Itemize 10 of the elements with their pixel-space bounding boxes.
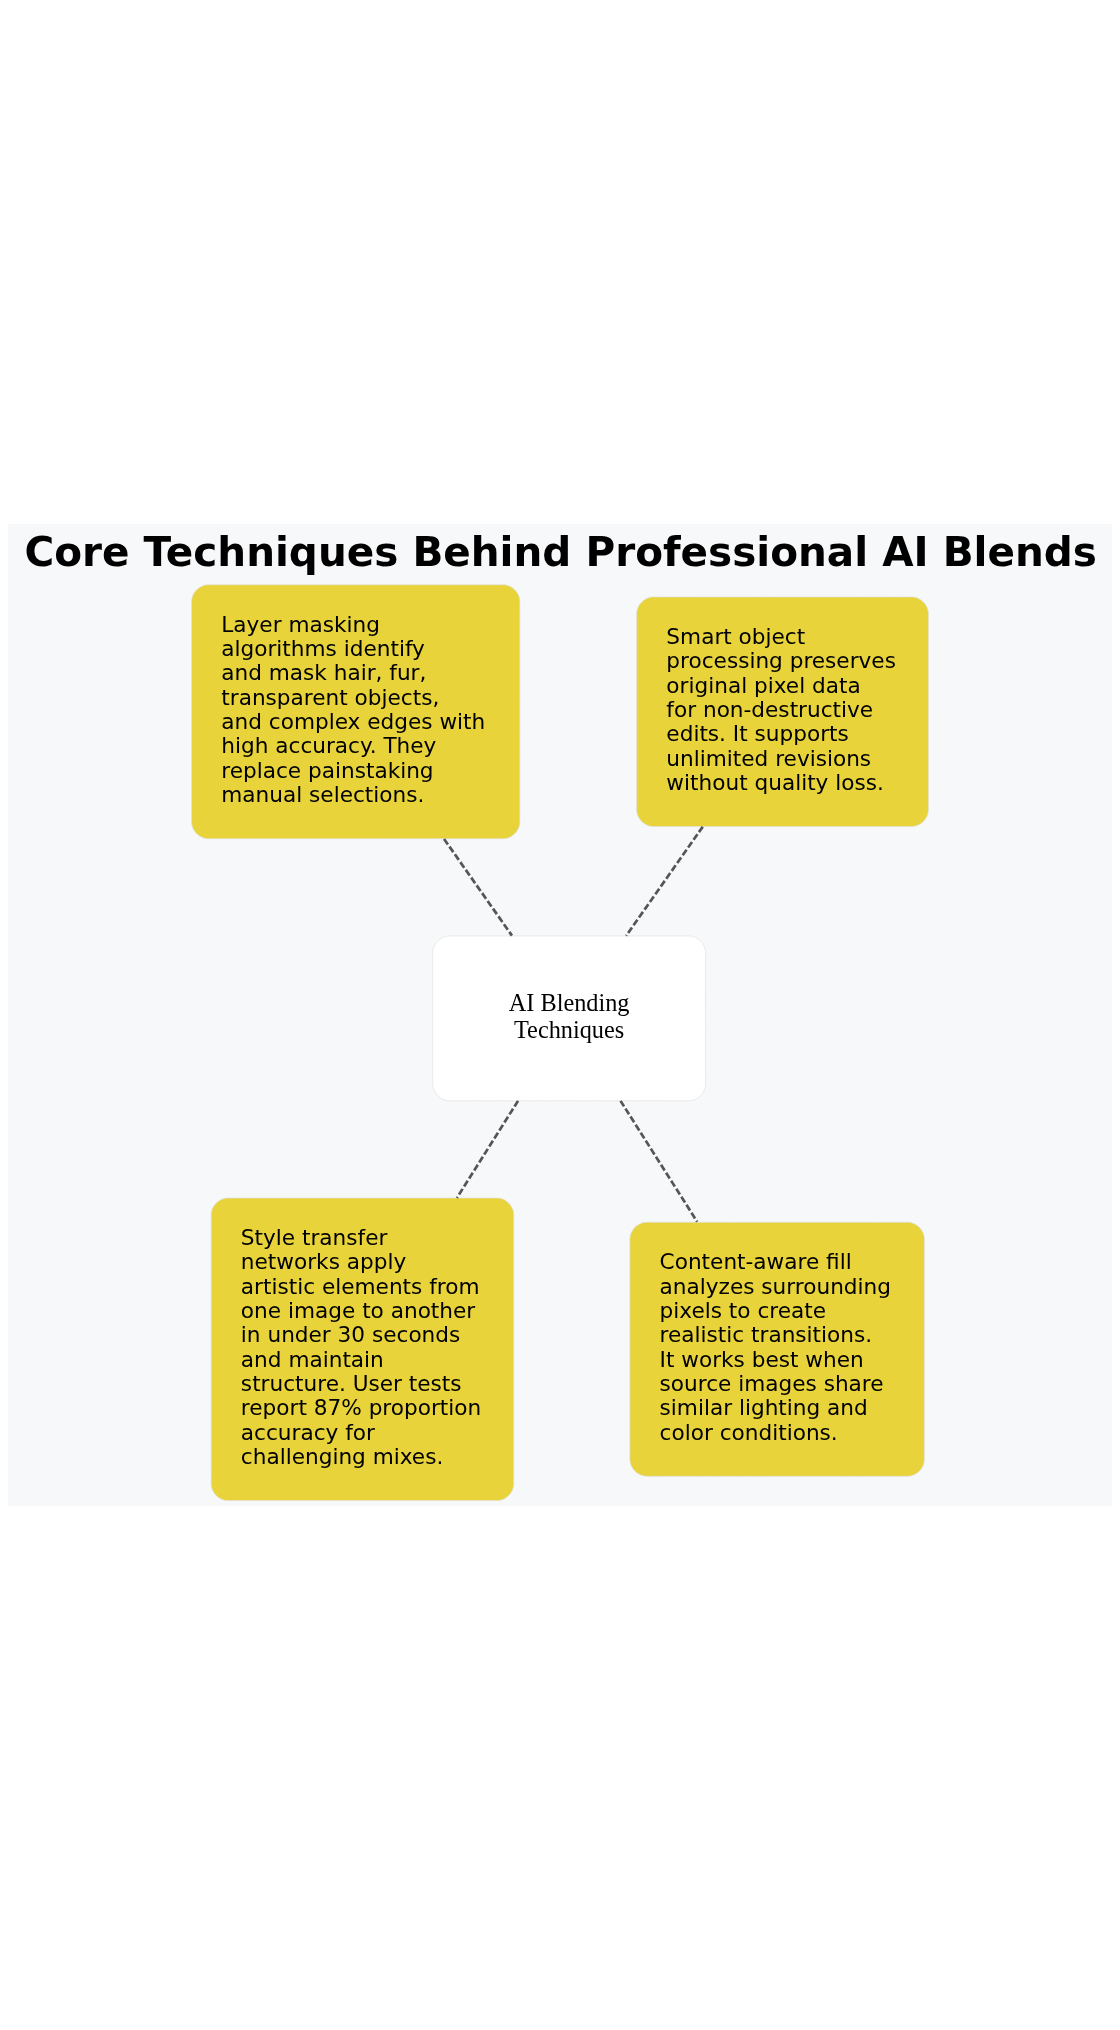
node-box: Style transfer networks apply artistic elements from one image to another in under 30 seconds and maintain structure. User tests report 87% proportion accuracy for challenging mixes. bbox=[210, 1197, 515, 1501]
node-box: Layer masking algorithms identify and mask hair, fur, transparent objects, and complex edges with high accuracy. They replace painstaking manual selections. bbox=[191, 584, 521, 840]
connector bbox=[619, 1100, 699, 1223]
connector bbox=[625, 825, 704, 937]
diagram-title: Core Techniques Behind Professional AI Blends bbox=[24, 527, 1097, 576]
connector bbox=[442, 838, 514, 937]
node-box: AI Blending Techniques bbox=[432, 935, 706, 1102]
node-box: Content-aware fill analyzes surrounding pixels to create realistic transitions. It works best when source images share similar lighting and color conditions. bbox=[629, 1222, 925, 1477]
connector bbox=[455, 1100, 520, 1199]
node-box: Smart object processing preserves original pixel data for non-destructive edits. It supports unlimited revisions without quality loss. bbox=[636, 596, 929, 827]
